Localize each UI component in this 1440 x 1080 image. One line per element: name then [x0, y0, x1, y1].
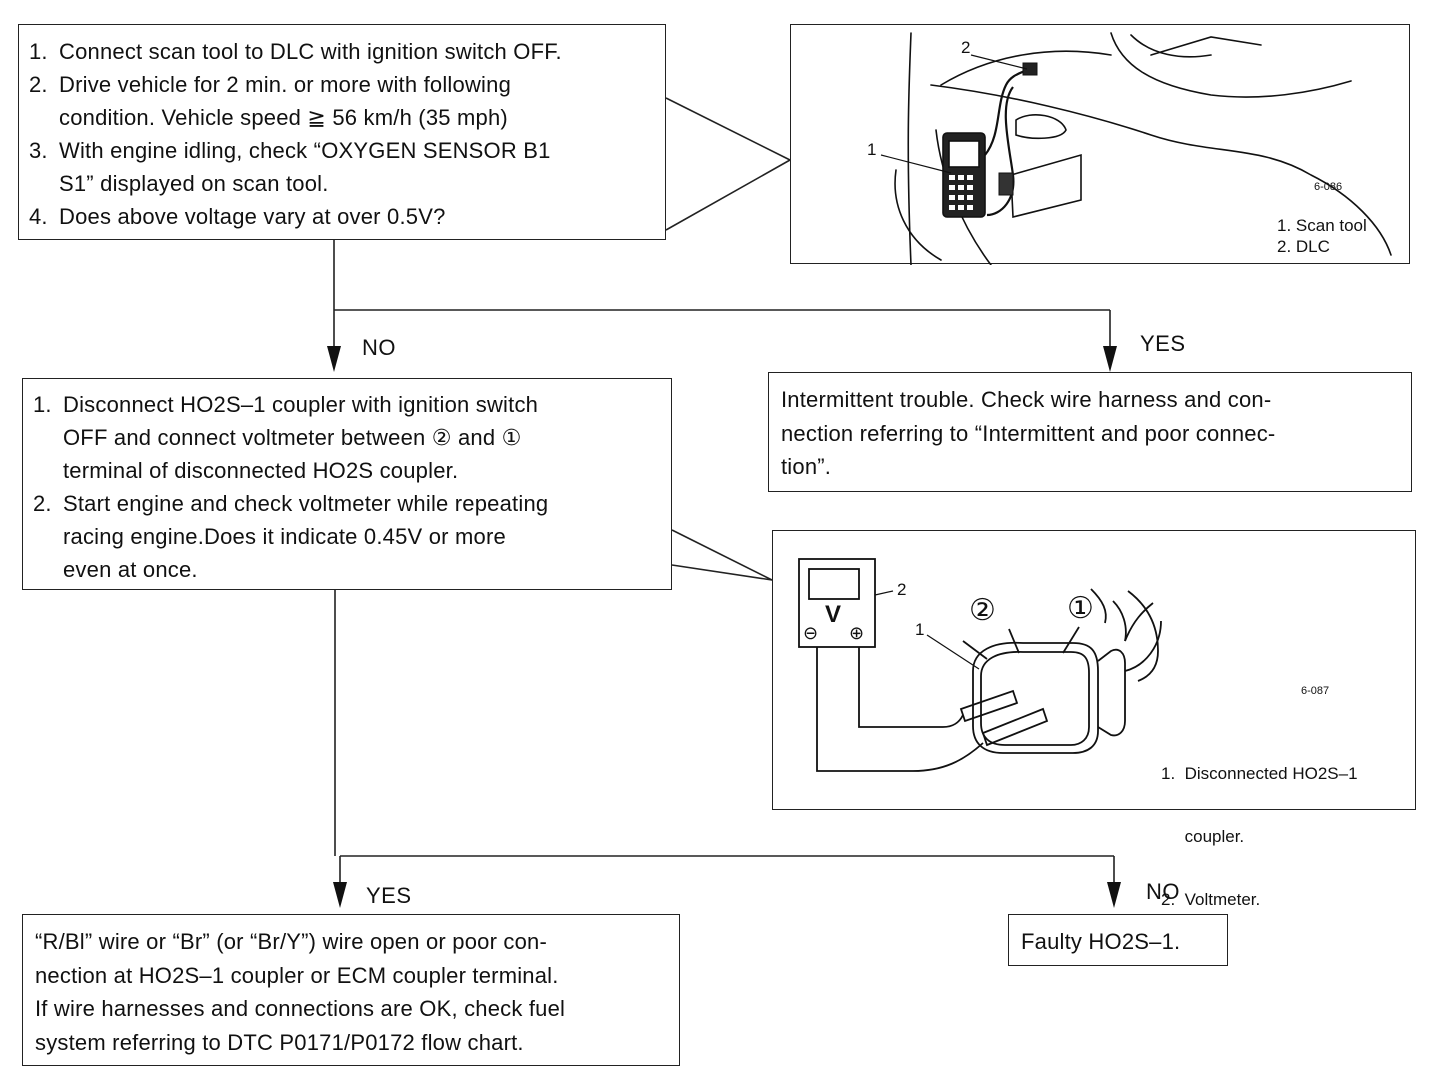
step2-box: 1. Disconnect HO2S–1 coupler with ignitio…	[22, 378, 672, 590]
step-text: Start engine and check voltmeter while r…	[63, 491, 549, 516]
step-number: 2.	[33, 491, 52, 516]
step-text: Disconnect HO2S–1 coupler with ignition …	[63, 392, 539, 417]
branch-no-label: NO	[362, 335, 396, 360]
step-text: S1” displayed on scan tool.	[59, 171, 329, 196]
text-line: nection referring to “Intermittent and p…	[781, 420, 1276, 446]
meter-unit-label: V	[825, 601, 842, 628]
step1-item-2: 2. Drive vehicle for 2 min. or more with …	[29, 68, 665, 134]
figure-code: 6-086	[1314, 181, 1343, 193]
step2-item-1: 1. Disconnect HO2S–1 coupler with ignitio…	[33, 388, 671, 487]
arrowhead-no-1	[327, 346, 341, 372]
callout-1: 1	[867, 140, 877, 159]
intermittent-trouble-box: Intermittent trouble. Check wire harness…	[768, 372, 1412, 492]
wire-open-box: “R/Bl” wire or “Br” (or “Br/Y”) wire ope…	[22, 914, 680, 1066]
result-text: Intermittent trouble. Check wire harness…	[781, 383, 1411, 484]
plus-terminal-icon: ⊕	[849, 623, 865, 643]
step1-item-4: 4. Does above voltage vary at over 0.5V?	[29, 200, 665, 233]
legend-item: 1. Scan tool	[1277, 216, 1367, 235]
step-number: 1.	[33, 392, 52, 417]
step-number: 4.	[29, 204, 48, 229]
text-line: tion”.	[781, 454, 832, 479]
scan-tool-figure: 1 2 6-086 1. Scan tool 2. DLC	[790, 24, 1410, 265]
minus-terminal-icon: ⊖	[803, 623, 819, 643]
step-text: racing engine.Does it indicate 0.45V or …	[63, 524, 506, 549]
figure2-legend: 1. Disconnected HO2S–1 coupler. 2. Voltm…	[1161, 721, 1358, 952]
step2-item-2: 2. Start engine and check voltmeter while…	[33, 487, 671, 586]
figure1-legend: 1. Scan tool 2. DLC	[1277, 215, 1367, 257]
step1-box: 1. Connect scan tool to DLC with ignition…	[18, 24, 666, 240]
legend-item: coupler.	[1161, 827, 1245, 846]
terminal-2-marker: ②	[969, 594, 997, 627]
step-text: OFF and connect voltmeter between ② and …	[63, 425, 522, 450]
text-line: “R/Bl” wire or “Br” (or “Br/Y”) wire ope…	[35, 929, 548, 954]
text-line: nection at HO2S–1 coupler or ECM coupler…	[35, 962, 559, 988]
step-text: With engine idling, check “OXYGEN SENSOR…	[59, 138, 551, 163]
step-number: 2.	[29, 72, 48, 97]
step-number: 3.	[29, 138, 48, 163]
arrowhead-no-2	[1107, 882, 1121, 908]
step-text: terminal of disconnected HO2S coupler.	[63, 458, 459, 483]
callout-2: 2	[897, 580, 907, 599]
step-text: condition. Vehicle speed ≧ 56 km/h (35 m…	[59, 105, 508, 130]
step-text: even at once.	[63, 557, 198, 582]
branch-no-label: NO	[1146, 879, 1180, 904]
step1-item-3: 3. With engine idling, check “OXYGEN SENS…	[29, 134, 665, 200]
branch-yes-label: YES	[366, 883, 412, 908]
figure-code: 6-087	[1301, 685, 1330, 697]
step1-item-1: 1. Connect scan tool to DLC with ignition…	[29, 35, 665, 68]
step2-list: 1. Disconnect HO2S–1 coupler with ignitio…	[33, 388, 671, 586]
arrowhead-yes-1	[1103, 346, 1117, 372]
step-text: Connect scan tool to DLC with ignition s…	[59, 39, 562, 64]
step-text: Drive vehicle for 2 min. or more with fo…	[59, 72, 511, 97]
voltmeter-display	[808, 568, 860, 600]
text-line: Intermittent trouble. Check wire harness…	[781, 387, 1272, 412]
step-text: Does above voltage vary at over 0.5V?	[59, 204, 446, 229]
legend-item: 2. DLC	[1277, 237, 1330, 256]
result-text: “R/Bl” wire or “Br” (or “Br/Y”) wire ope…	[35, 925, 679, 1059]
voltmeter-illustration	[798, 558, 1162, 772]
text-line: If wire harnesses and connections are OK…	[35, 996, 566, 1021]
legend-item: 1. Disconnected HO2S–1	[1161, 764, 1358, 783]
step1-list: 1. Connect scan tool to DLC with ignition…	[29, 35, 665, 233]
callout-2: 2	[961, 38, 971, 57]
arrowhead-yes-2	[333, 882, 347, 908]
callout-1: 1	[915, 620, 925, 639]
step-number: 1.	[29, 39, 48, 64]
text-line: system referring to DTC P0171/P0172 flow…	[35, 1029, 524, 1055]
cable-plug	[998, 172, 1014, 196]
scan-tool-illustration	[880, 32, 1392, 265]
result-text: Faulty HO2S–1.	[1021, 929, 1181, 954]
faulty-ho2s-box: Faulty HO2S–1.	[1008, 914, 1228, 966]
dlc-connector	[1022, 62, 1038, 76]
voltmeter-figure: V ⊖ ⊕ 1 2 ② ① 6-087 1. Disconnected HO2S…	[772, 530, 1416, 909]
terminal-1-marker: ①	[1067, 592, 1095, 625]
legend-item: 2. Voltmeter.	[1161, 890, 1261, 909]
branch-yes-label: YES	[1140, 331, 1186, 356]
